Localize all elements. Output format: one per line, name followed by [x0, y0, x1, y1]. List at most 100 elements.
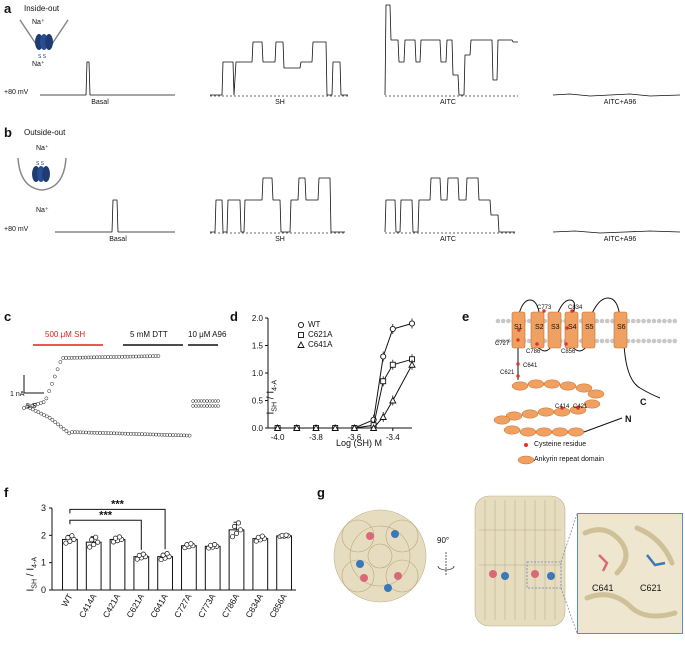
- f-y-tick-label: 2: [41, 530, 46, 540]
- tc-point-down: [81, 430, 86, 435]
- tc-point-down: [123, 431, 128, 436]
- f-replicate-point: [231, 523, 238, 529]
- tc-point-down: [98, 431, 102, 435]
- tc-point-down: [165, 433, 170, 437]
- tc-point-up: [83, 355, 88, 360]
- ankyrin-repeat: [543, 379, 561, 389]
- tc-point-up: [142, 354, 147, 359]
- membrane-lipid: [656, 338, 662, 344]
- transmembrane-segment-s2: [530, 311, 545, 349]
- d-point-wt: [408, 320, 416, 327]
- tc-point-down: [114, 431, 119, 436]
- f-significance-label: ***: [111, 498, 125, 510]
- cysteine-residue-marker: [516, 338, 520, 342]
- f-replicate-point: [95, 539, 101, 545]
- d-x-tick-label: -3.8: [309, 433, 323, 442]
- tc-point-down: [128, 431, 133, 436]
- trace-a-basal: [40, 61, 175, 96]
- f-replicate-point: [89, 537, 95, 543]
- cysteine-residue-marker: [564, 342, 568, 346]
- panel-b-ion-top: Na⁺: [36, 145, 49, 152]
- d-x-tick-label: -3.6: [348, 433, 362, 442]
- d-point-c641a: [293, 424, 301, 431]
- membrane-lipid: [526, 318, 532, 324]
- tc-point-up: [47, 389, 52, 393]
- panel-a-ion-bottom: Na⁺: [32, 61, 45, 68]
- ankyrin-repeat: [511, 381, 529, 391]
- d-point-c641a: [350, 424, 359, 431]
- d-point-c641a: [369, 424, 378, 431]
- cysteine-residue-marker: [542, 309, 546, 313]
- ankyrin-repeat: [503, 425, 521, 435]
- panel-b-ion-bottom: Na⁺: [36, 207, 49, 214]
- tc-point-down: [64, 429, 69, 433]
- d-point-c641a: [312, 424, 320, 431]
- f-y-tick-label: 1: [41, 558, 46, 568]
- tc-point-down: [100, 431, 105, 435]
- cysteine-residue-marker: [516, 362, 520, 366]
- label-b-aitc-a96: AITC+A96: [603, 236, 637, 243]
- tc-point-up: [108, 355, 113, 359]
- f-replicate-point: [93, 534, 99, 540]
- tc-point-down: [112, 431, 116, 436]
- res-c641: C641: [523, 363, 538, 369]
- tc-point-up: [136, 354, 141, 359]
- tc-point-up: [80, 355, 85, 360]
- cysteine-residue-marker: [570, 309, 574, 313]
- d-point-wt: [389, 325, 396, 333]
- ankyrin-repeat: [505, 411, 523, 421]
- tc-point-up: [69, 355, 74, 360]
- res-c421: C421: [573, 404, 588, 410]
- tc-point-down: [78, 430, 83, 435]
- panel-b-title: Outside-out: [24, 128, 66, 137]
- f-replicate-point: [283, 532, 289, 538]
- label-a-aitc: AITC: [440, 99, 456, 106]
- res-c773: C773: [537, 305, 552, 311]
- panel-d-xlabel: Log (SH) M: [336, 438, 383, 448]
- loop-s3-s4: [555, 299, 576, 319]
- tc-point-down: [70, 430, 74, 434]
- tc-point-down: [126, 431, 130, 436]
- d-point-c641a: [389, 396, 397, 404]
- tc-point-up: [100, 355, 105, 360]
- n-terminus-label: N: [625, 414, 632, 424]
- tc-point-up: [106, 355, 110, 359]
- ankyrin-repeat: [493, 415, 511, 425]
- panel-b-voltage: +80 mV: [4, 226, 29, 233]
- label-a-aitc-a96: AITC+A96: [603, 99, 637, 106]
- tc-point-down: [134, 432, 139, 436]
- membrane-lipid: [636, 318, 641, 324]
- trace-b-sh: [210, 177, 345, 233]
- tc-point-down: [103, 431, 108, 435]
- tc-point-up: [66, 356, 71, 360]
- tc-point-down: [117, 431, 122, 436]
- tc-point-up: [111, 355, 116, 359]
- tc-point-up: [131, 354, 136, 359]
- f-replicate-point: [212, 541, 218, 548]
- tc-point-down: [53, 420, 58, 425]
- inside-out-channel-icon: S S: [19, 19, 69, 60]
- tc-point-up: [72, 355, 77, 360]
- d-y-tick-label: 1.5: [252, 342, 264, 351]
- d-point-c641a: [273, 424, 282, 431]
- d-point-c641a: [331, 424, 339, 431]
- membrane-lipid: [500, 318, 506, 324]
- f-replicate-point: [63, 540, 69, 546]
- trace-a-aitc: [384, 4, 518, 96]
- panel-a-traces: [40, 4, 681, 97]
- tc-point-up: [58, 360, 63, 364]
- res-c621: C621: [500, 370, 515, 376]
- tc-point-down: [109, 431, 114, 436]
- tc-point-down: [173, 433, 178, 438]
- membrane-lipid: [667, 338, 672, 344]
- tc-point-down: [75, 430, 80, 435]
- tc-point-down: [56, 422, 60, 427]
- tc-point-down: [187, 433, 192, 438]
- f-replicate-point: [91, 542, 97, 548]
- f-replicate-point: [164, 551, 170, 557]
- d-y-tick-label: 2.0: [252, 314, 264, 323]
- transmembrane-segment-s5: [581, 311, 596, 349]
